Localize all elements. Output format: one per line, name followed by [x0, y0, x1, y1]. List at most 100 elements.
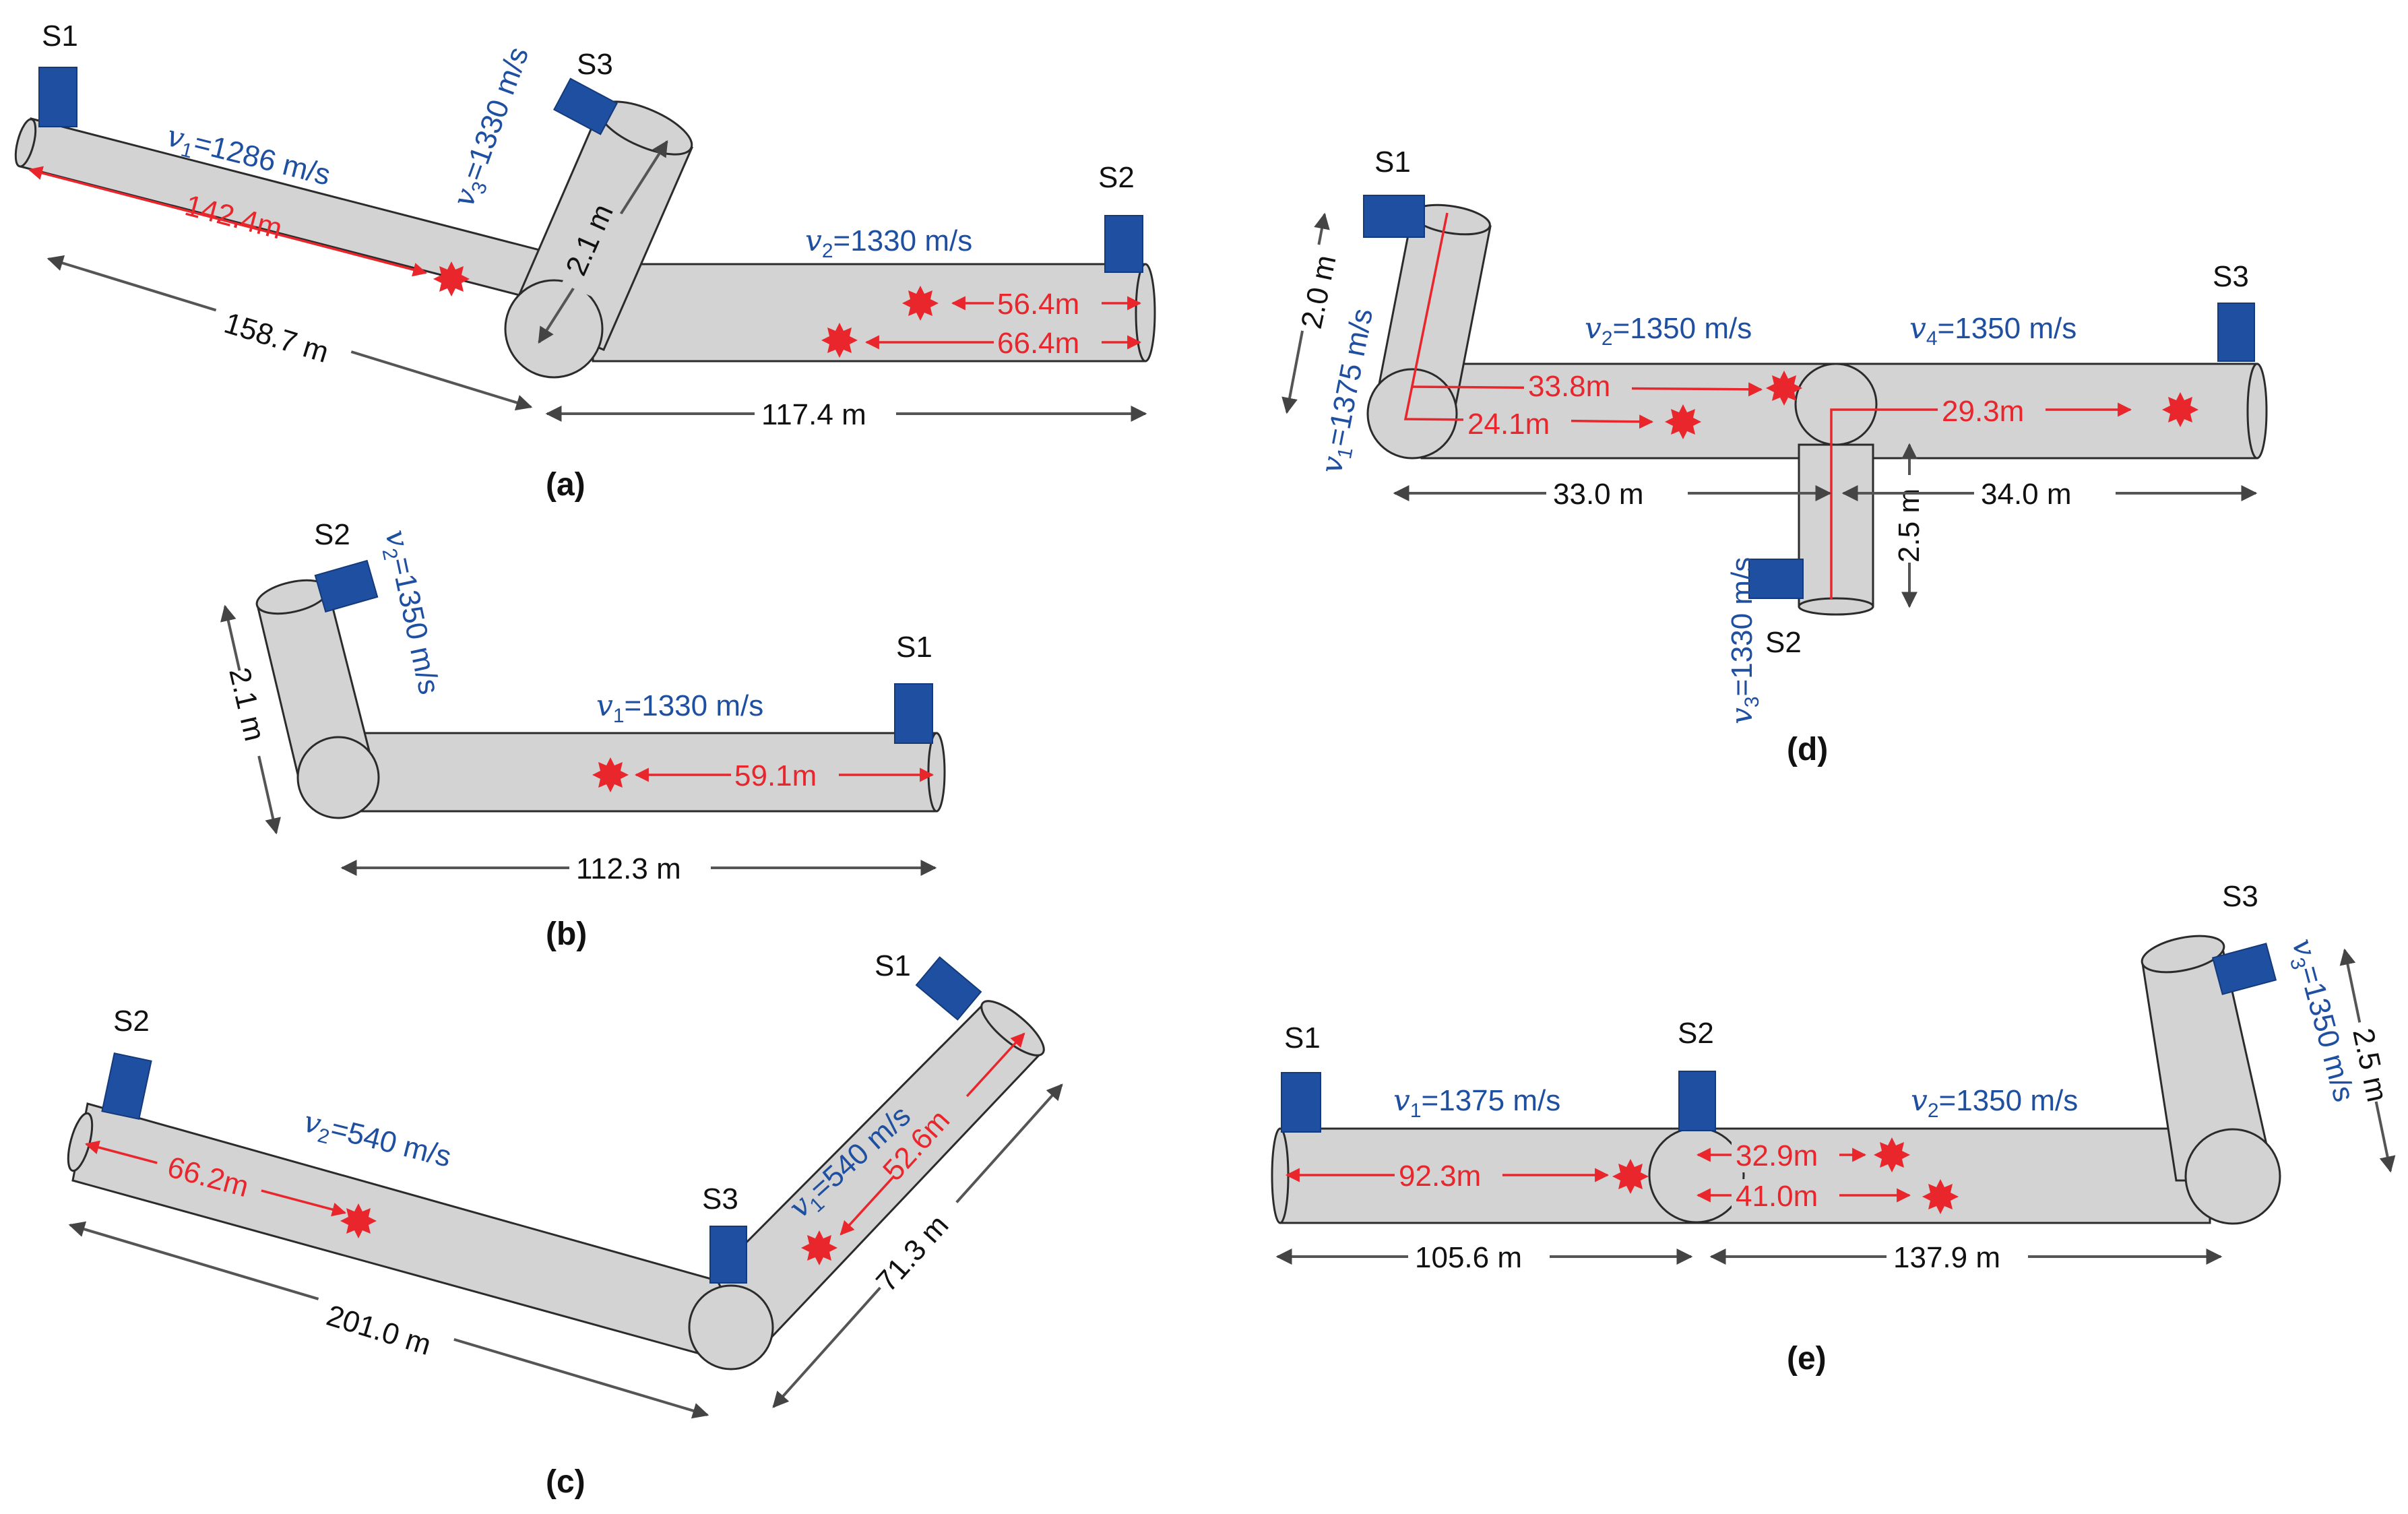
- leak-distance-label: 29.3m: [1942, 395, 2024, 428]
- label-backdrop: [731, 759, 839, 792]
- sensor-icon: [2211, 943, 2277, 995]
- sensor-icon: [894, 683, 933, 744]
- sensor-label-s2: S2: [1098, 161, 1135, 194]
- pipe-junction: [1366, 368, 1458, 460]
- sensor-icon: [915, 956, 982, 1021]
- label-backdrop: [1284, 241, 1337, 335]
- velocity-label-v1: v1=1375 m/s: [1393, 1083, 1560, 1122]
- sensor-icon: [1104, 215, 1143, 273]
- dimension-label: 112.3 m: [576, 852, 681, 885]
- leak-distance-label: 92.3m: [1399, 1160, 1481, 1193]
- sensor-icon: [1748, 559, 1804, 599]
- sensor-label-s1: S1: [42, 20, 78, 53]
- label-backdrop: [314, 1276, 461, 1354]
- velocity-label-v2: v2=1330 m/s: [805, 224, 972, 262]
- panel-d: S1 S2 S3 v1=1375 m/s v2=1350 m/s v3=1330…: [1281, 146, 2268, 767]
- pipe-junction: [504, 279, 604, 379]
- label-backdrop: [1395, 1159, 1502, 1193]
- dimension-label: 33.0 m: [1553, 478, 1644, 511]
- label-backdrop: [1732, 1139, 1839, 1172]
- label-backdrop: [994, 326, 1102, 360]
- velocity-label-v2: v2=1350 m/s: [1911, 1083, 2078, 1122]
- velocity-label-v3: v3=1330 m/s: [1725, 557, 1763, 724]
- leak-distance-label: 56.4m: [997, 288, 1079, 321]
- label-backdrop: [156, 1135, 269, 1196]
- pipe-junction: [1648, 1127, 1745, 1224]
- sensor-icon: [38, 67, 77, 127]
- pipe-end-cap: [14, 118, 37, 168]
- sensor-label-s3: S3: [2222, 880, 2258, 913]
- pipe-end-cap: [1271, 1127, 1290, 1224]
- leak-distance-label: 33.8m: [1528, 370, 1610, 403]
- sensor-label-s1: S1: [875, 949, 911, 982]
- label-backdrop: [212, 668, 267, 763]
- leak-distance-label: 32.9m: [1736, 1139, 1818, 1172]
- pipe-end-cap: [2141, 935, 2225, 974]
- panel-label: (c): [546, 1464, 585, 1500]
- label-backdrop: [2345, 1017, 2398, 1105]
- velocity-label-v4: v4=1350 m/s: [1909, 311, 2077, 350]
- label-backdrop: [569, 850, 711, 887]
- sensor-label-s3: S3: [577, 48, 613, 81]
- label-backdrop: [870, 1194, 976, 1304]
- leak-distance-label: 66.4m: [997, 327, 1079, 360]
- pipe-end-cap: [1135, 263, 1156, 362]
- panel-e: S1 S2 S3 v1=1375 m/s v2=1350 m/s v3=1350…: [1271, 880, 2398, 1377]
- sensor-label-s2: S2: [1678, 1017, 1714, 1050]
- panel-label: (d): [1787, 732, 1828, 767]
- sensor-label-s1: S1: [896, 631, 932, 664]
- label-backdrop: [1463, 407, 1571, 441]
- leak-distance-label: 59.1m: [734, 759, 817, 792]
- sensor-icon: [553, 77, 618, 135]
- panel-label: (b): [546, 916, 587, 952]
- pipe-end-cap: [927, 732, 946, 813]
- sensor-label-s3: S3: [2213, 260, 2249, 293]
- velocity-label-v2: v2=1350 m/s: [374, 527, 446, 699]
- pipe-junction: [1794, 362, 1878, 446]
- label-backdrop: [1524, 369, 1632, 403]
- dimension-label: 34.0 m: [1981, 478, 2072, 511]
- label-backdrop: [213, 283, 360, 361]
- sensor-label-s2: S2: [314, 518, 350, 551]
- dimension-label: 117.4 m: [761, 398, 866, 431]
- panel-label: (a): [546, 467, 585, 503]
- sensor-icon: [709, 1226, 747, 1284]
- sensor-icon: [1363, 195, 1425, 238]
- sensor-icon: [2217, 303, 2255, 362]
- pipe-junction: [2184, 1128, 2281, 1225]
- sensor-label-s2: S2: [113, 1005, 150, 1038]
- label-backdrop: [561, 203, 631, 298]
- sensor-icon: [314, 559, 379, 613]
- panel-label: (e): [1787, 1341, 1827, 1377]
- sensor-label-s2: S2: [1765, 626, 1802, 659]
- panel-b: S1 S2 v1=1330 m/s v2=1350 m/s 59.1m 2.1 …: [212, 518, 946, 952]
- panel-c: S1 S2 S3 v1=540 m/s v2=540 m/s 66.2m 52.…: [67, 949, 1063, 1500]
- panel-a: S1 S2 S3 v1=1286 m/s v2=1330 m/s v3=1330…: [14, 20, 1156, 503]
- label-backdrop: [994, 287, 1102, 321]
- sensor-label-s1: S1: [1284, 1021, 1321, 1054]
- label-backdrop: [1546, 476, 1688, 512]
- label-backdrop: [169, 166, 316, 237]
- pipe-segment: [1798, 443, 1874, 608]
- sensor-label-s1: S1: [1374, 146, 1411, 179]
- label-backdrop: [1974, 476, 2116, 512]
- sensor-label-s3: S3: [702, 1182, 738, 1216]
- label-backdrop: [1887, 1239, 2028, 1275]
- label-backdrop: [755, 396, 896, 433]
- velocity-label-v1: v1=1330 m/s: [596, 689, 763, 727]
- leak-distance-label: 24.1m: [1467, 408, 1550, 441]
- label-backdrop: [1938, 394, 2046, 428]
- sensor-icon: [1678, 1071, 1716, 1131]
- label-backdrop: [1408, 1239, 1550, 1275]
- velocity-label-v3: v3=1330 m/s: [446, 42, 539, 213]
- label-backdrop: [1732, 1179, 1839, 1213]
- dimension-label: 2.5 m: [1893, 488, 1926, 563]
- pipe-junction: [296, 736, 380, 819]
- pipe-segment: [336, 732, 938, 813]
- velocity-label-v2: v2=540 m/s: [299, 1104, 455, 1178]
- pipe-junction: [688, 1284, 774, 1370]
- sensor-icon: [101, 1052, 152, 1121]
- velocity-label-v2: v2=1350 m/s: [1585, 311, 1752, 350]
- dimension-label: 105.6 m: [1415, 1241, 1522, 1274]
